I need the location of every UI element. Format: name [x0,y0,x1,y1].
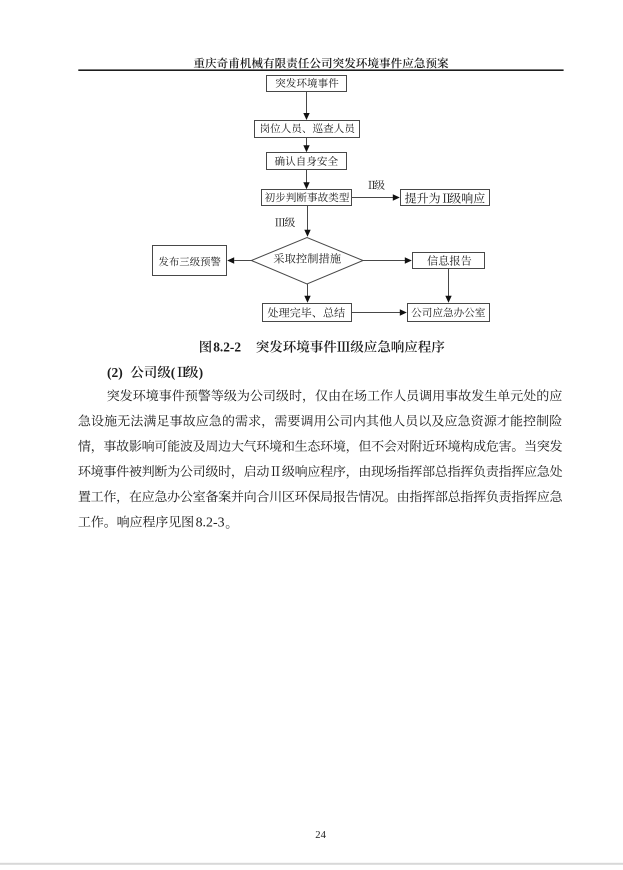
svg-text:8.2-3: 8.2-3 [196,516,225,531]
svg-text:24: 24 [315,830,326,841]
svg-text:8.2-2: 8.2-2 [213,340,241,355]
svg-text:(: ( [171,365,176,380]
svg-text:): ) [199,365,204,380]
svg-text:(2): (2) [107,365,123,380]
